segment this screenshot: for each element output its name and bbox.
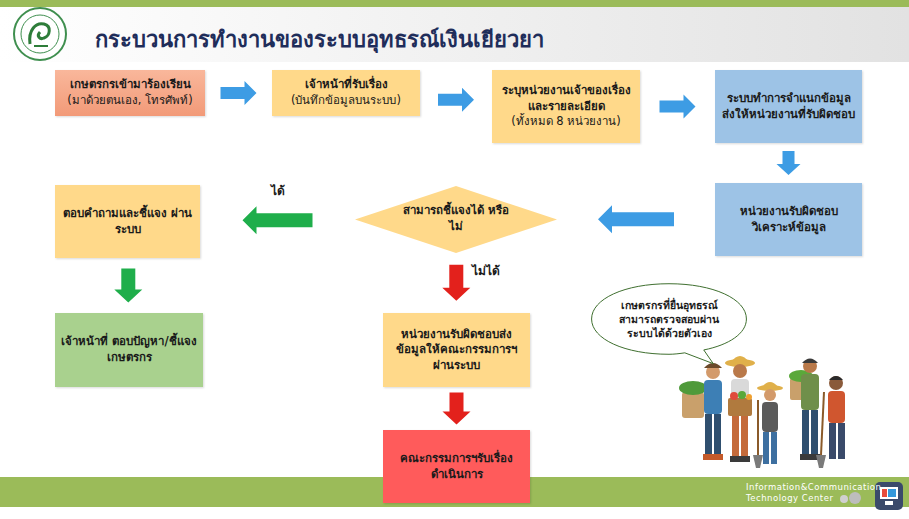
block-arrow [443,393,471,425]
process-box: เจ้าหน้าที่รับเรื่อง(บันทึกข้อมูลบนระบบ) [272,70,420,116]
node-text: เกษตรกรเข้ามาร้องเรียน [70,77,191,93]
start-box: เกษตรกรเข้ามาร้องเรียน(มาด้วยตนเอง, โทรศ… [55,70,205,116]
node-text: ระบุหน่วยงานเจ้าของเรื่อง และรายละเอียด [498,83,634,114]
top-bar [0,0,909,7]
process-box: ระบบทำการจำแนกข้อมูล ส่งให้หน่วยงานที่รั… [715,70,862,143]
process-box: หน่วยงานรับผิดชอบ วิเคราะห์ข้อมูล [715,183,862,256]
node-text: ระบบทำการจำแนกข้อมูล ส่งให้หน่วยงานที่รั… [721,91,856,122]
block-arrow [442,265,470,301]
end-box: เจ้าหน้าที่ ตอบปัญหา/ชี้แจง เกษตรกร [55,313,203,387]
edge-label: ไม่ได้ [470,261,502,280]
logo [14,8,66,60]
process-box: ตอบคำถามและชี้แจง ผ่านระบบ [55,185,200,258]
end-box: คณะกรรมการฯรับเรื่อง ดำเนินการ [383,430,530,503]
node-text: เจ้าหน้าที่รับเรื่อง [305,77,388,93]
ict-icon [875,482,903,510]
process-box: ระบุหน่วยงานเจ้าของเรื่อง และรายละเอียด(… [492,70,640,143]
block-arrow [221,81,257,105]
node-note: (บันทึกข้อมูลบนระบบ) [291,93,401,109]
speech-bubble: เกษตรกรที่ยื่นอุทธรณ์ สามารถตรวจสอบผ่านร… [590,283,748,355]
page-title: กระบวนการทำงานของระบบอุทธรณ์เงินเยียวยา [95,22,544,57]
process-box: หน่วยงานรับผิดชอบส่งข้อมูลให้คณะกรรมการฯ… [383,313,530,387]
shape-path [355,186,557,253]
footer-dot [849,492,861,504]
node-text: เจ้าหน้าที่ ตอบปัญหา/ชี้แจง เกษตรกร [61,334,197,365]
edge-label: ได้ [269,181,287,200]
shape-path [592,284,747,364]
node-text: หน่วยงานรับผิดชอบส่งข้อมูลให้คณะกรรมการฯ… [389,327,524,374]
footer-text: Information&Communication Technology Cen… [746,482,866,504]
block-arrow [660,95,696,119]
block-arrow [777,151,801,175]
footer-dot [840,495,848,503]
block-arrow [438,88,474,112]
block-arrow [243,206,313,234]
header-band [0,7,909,62]
farmers-illustration [679,356,845,468]
block-arrow [114,269,142,303]
node-text: สามารถชี้แจงได้ หรือไม่ [403,203,509,234]
node-note: (มาด้วยตนเอง, โทรศัพท์) [67,93,192,109]
node-text: ตอบคำถามและชี้แจง ผ่านระบบ [61,206,194,237]
node-text: หน่วยงานรับผิดชอบ วิเคราะห์ข้อมูล [721,204,856,235]
node-note: (ทั้งหมด 8 หน่วยงาน) [511,114,621,130]
decision-diamond: สามารถชี้แจงได้ หรือไม่ [355,186,557,253]
node-text: เกษตรกรที่ยื่นอุทธรณ์ สามารถตรวจสอบผ่านร… [612,298,726,341]
block-arrow [598,205,674,233]
node-text: คณะกรรมการฯรับเรื่อง ดำเนินการ [389,451,524,482]
